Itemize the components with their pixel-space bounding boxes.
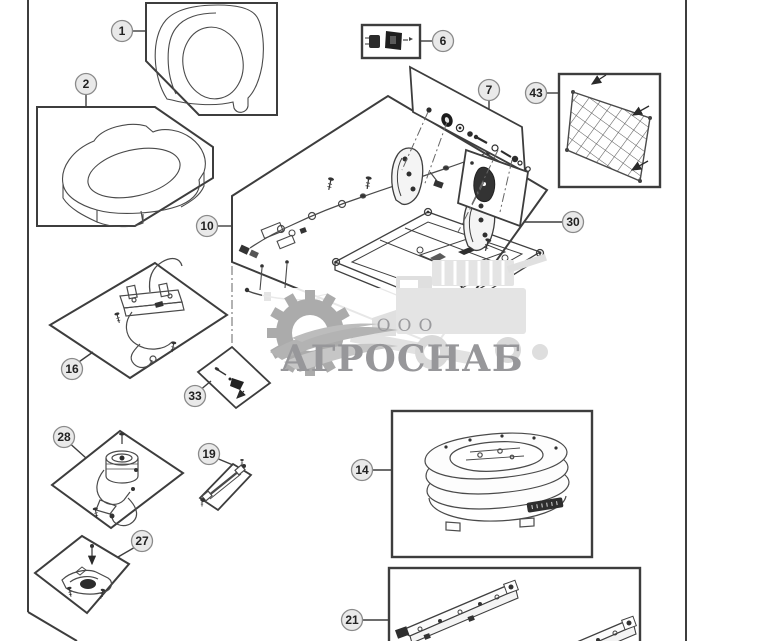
box-27 (33, 534, 131, 615)
callout-28: 28 (52, 425, 87, 459)
svg-text:16: 16 (65, 362, 79, 376)
group-connectors (360, 23, 422, 60)
svg-text:30: 30 (566, 215, 580, 229)
callout-43: 43 (524, 81, 559, 105)
seat-cushion-drawing (62, 123, 206, 228)
svg-text:2: 2 (83, 77, 90, 91)
brand-label (526, 497, 564, 513)
screw-icon (199, 498, 205, 507)
callout-21: 21 (340, 608, 389, 632)
svg-text:33: 33 (188, 389, 202, 403)
page-border (27, 0, 687, 641)
group-hardware-kit (408, 65, 531, 174)
callout-14: 14 (350, 458, 392, 482)
watermark-org-name: АГРОСНАБ (280, 338, 523, 380)
compressor-bracket-drawing (119, 257, 185, 369)
screw-icon (363, 175, 373, 190)
damper-drawing (470, 161, 496, 209)
group-backrest (145, 2, 278, 116)
box-19 (198, 462, 253, 512)
leaf-swoosh-icon (270, 323, 398, 372)
svg-text:28: 28 (57, 430, 71, 444)
callout-19: 19 (197, 442, 234, 466)
svg-text:7: 7 (486, 83, 493, 97)
callout-6: 6 (420, 29, 455, 53)
box-21 (387, 566, 642, 641)
air-pump-drawing (95, 432, 139, 527)
callout-27: 27 (117, 529, 154, 558)
callout-2: 2 (74, 72, 98, 107)
screw-icon (113, 311, 123, 325)
callouts-layer: 1 2 6 7 43 10 30 (52, 19, 585, 632)
callout-33: 33 (183, 380, 212, 408)
backrest-cushion-drawing (154, 4, 264, 113)
box-28 (50, 429, 185, 530)
recliner-bracket-left (391, 147, 424, 206)
group-link-rod (198, 458, 253, 512)
group-damper (457, 148, 529, 228)
slide-rails-drawing (394, 579, 637, 641)
group-small-hardware (196, 345, 272, 410)
group-air-pump (50, 429, 185, 530)
svg-text:19: 19 (202, 447, 216, 461)
link-rod-drawing (201, 464, 246, 502)
watermark: ООО АГРОСНАБ (262, 253, 548, 394)
group-net (557, 72, 662, 189)
callout-10: 10 (195, 214, 232, 238)
box-16 (48, 261, 229, 380)
svg-text:6: 6 (440, 34, 447, 48)
box-43 (557, 72, 662, 189)
border-corner-cut (27, 611, 78, 641)
box-1 (145, 2, 278, 116)
group-compressor-bracket (48, 257, 229, 380)
small-hardware-drawing (214, 367, 246, 399)
screw-icon (325, 176, 335, 192)
hardware-kit-drawing (426, 107, 531, 172)
watermark-org-type: ООО (377, 316, 440, 336)
svg-text:1: 1 (119, 24, 126, 38)
latch-drawing (61, 544, 113, 595)
assembly-leader-lines (231, 111, 513, 344)
net-drawing (565, 74, 652, 183)
callout-7: 7 (477, 78, 501, 110)
svg-text:14: 14 (355, 463, 369, 477)
svg-text:10: 10 (200, 219, 214, 233)
connector-parts-drawing (365, 31, 413, 50)
bellows-drawing (424, 432, 570, 532)
group-bellows (390, 409, 594, 559)
callout-1: 1 (110, 19, 146, 43)
box-2 (36, 106, 214, 227)
box-14 (390, 409, 594, 559)
svg-text:21: 21 (345, 613, 359, 627)
callout-16: 16 (60, 351, 94, 381)
group-latch (33, 534, 131, 615)
box-33 (196, 345, 272, 410)
group-seat-cushion (36, 106, 214, 228)
callout-30: 30 (524, 210, 585, 234)
svg-text:27: 27 (135, 534, 149, 548)
svg-text:43: 43 (529, 86, 543, 100)
group-slide-rails (387, 566, 642, 641)
